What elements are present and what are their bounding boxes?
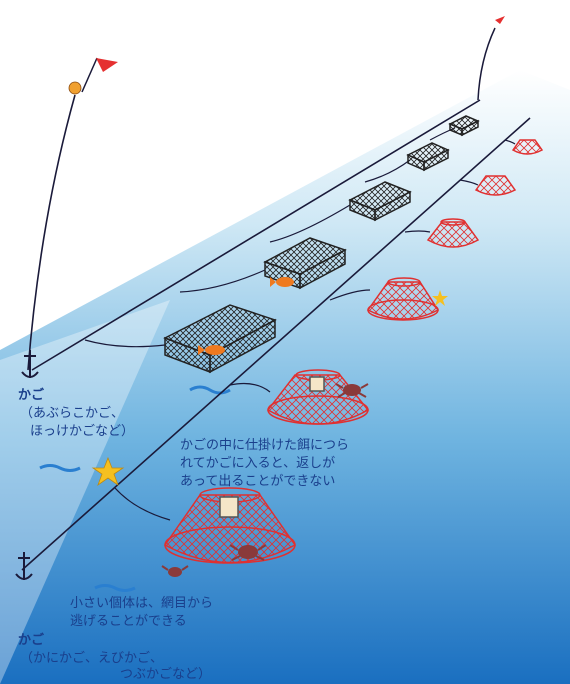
top-kago-title: かご [18,388,45,403]
starfish-icon [91,456,125,487]
crab-icon [161,565,189,577]
anchor-icon [15,552,33,580]
dark-trap [348,181,412,222]
buoy-line-left [27,94,76,371]
top-kago-sub1: （あぶらこかご、 [20,406,125,421]
red-trap [426,218,480,248]
mid-note-line3: あって出ることができない [180,474,336,489]
red-trap [366,277,440,321]
branch-lines-top [84,127,456,348]
bait-canister-icon [309,376,325,392]
small-note-line2: 逃げることができる [70,614,187,629]
dark-trap [448,115,480,137]
ripple-mark [39,464,81,472]
bottom-kago-title: かご [18,633,45,648]
top-kago-sub2: ほっけかごなど） [30,424,135,439]
sea-background [0,70,570,684]
dark-trap [406,142,450,172]
flag-icon [495,16,505,24]
buoy-line-right [477,27,496,101]
mid-note-line2: れてかごに入ると、返しが [180,456,336,471]
main-line-top [31,99,481,371]
dark-trap [263,237,347,290]
buoy-icon [68,81,82,95]
small-note-line1: 小さい個体は、網目から [70,596,214,611]
red-trap [511,139,544,155]
bait-canister-icon [219,496,239,518]
starfish-icon [432,290,448,306]
fish-icon [198,345,225,355]
main-line-bottom [21,117,531,571]
dark-trap [163,304,277,374]
bottom-kago-sub1: （かにかご、えびかご、 [20,651,164,666]
bottom-kago-sub2: つぶかごなど） [120,667,212,682]
red-trap [474,175,517,196]
anchor-icon [21,350,39,378]
crab-icon [229,544,267,561]
red-trap [163,487,297,564]
fish-icon [270,277,294,287]
branch-lines-bottom [114,139,516,521]
flag-icon [96,58,118,72]
ripple-mark [94,584,136,592]
ripple-mark [189,385,231,395]
mid-note-line1: かごの中に仕掛けた餌につら [180,438,350,453]
crab-icon [335,383,369,398]
